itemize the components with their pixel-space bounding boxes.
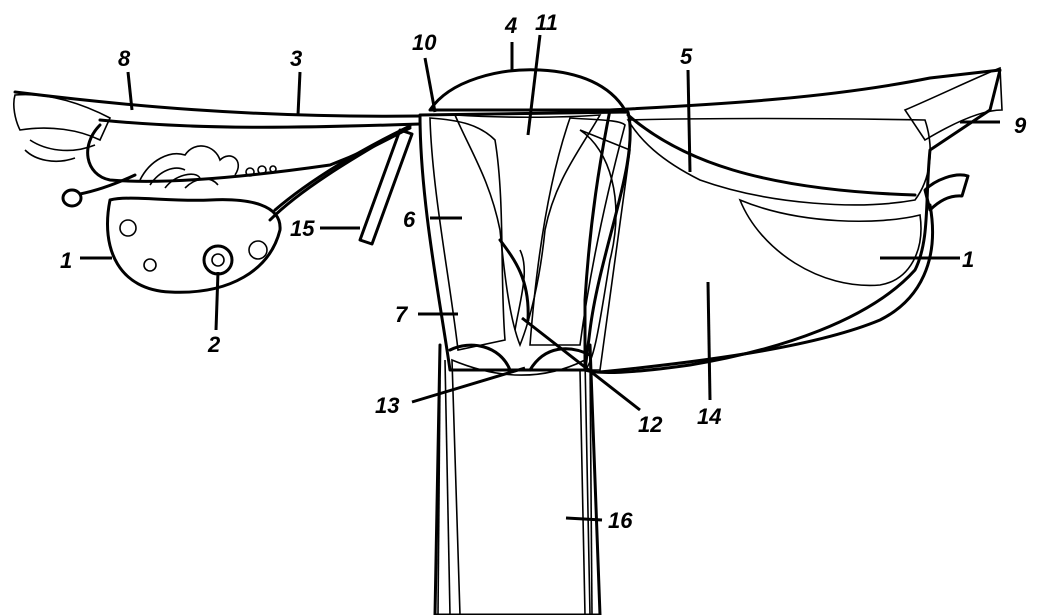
label-6: 6 — [403, 207, 416, 232]
label-15: 15 — [290, 216, 315, 241]
label-12: 12 — [638, 412, 663, 437]
label-1-right: 1 — [962, 247, 974, 272]
broad-ligament-right — [585, 68, 1002, 372]
labels: 1 2 3 4 5 6 7 8 9 10 11 12 13 14 15 16 1 — [60, 10, 1027, 533]
leader-lines — [80, 35, 1000, 520]
label-7: 7 — [395, 302, 409, 327]
label-10: 10 — [412, 30, 437, 55]
follicle — [204, 246, 232, 274]
label-9: 9 — [1014, 113, 1027, 138]
label-2: 2 — [207, 332, 221, 357]
label-11: 11 — [535, 10, 558, 35]
ovary — [108, 198, 281, 292]
label-4: 4 — [504, 13, 517, 38]
label-16: 16 — [608, 508, 633, 533]
label-1-left: 1 — [60, 248, 72, 273]
label-13: 13 — [375, 393, 399, 418]
vagina — [435, 345, 600, 615]
label-8: 8 — [118, 46, 131, 71]
label-14: 14 — [697, 404, 721, 429]
uterus — [420, 70, 630, 370]
label-3: 3 — [290, 46, 302, 71]
left-adnexa — [14, 92, 420, 292]
label-5: 5 — [680, 44, 693, 69]
